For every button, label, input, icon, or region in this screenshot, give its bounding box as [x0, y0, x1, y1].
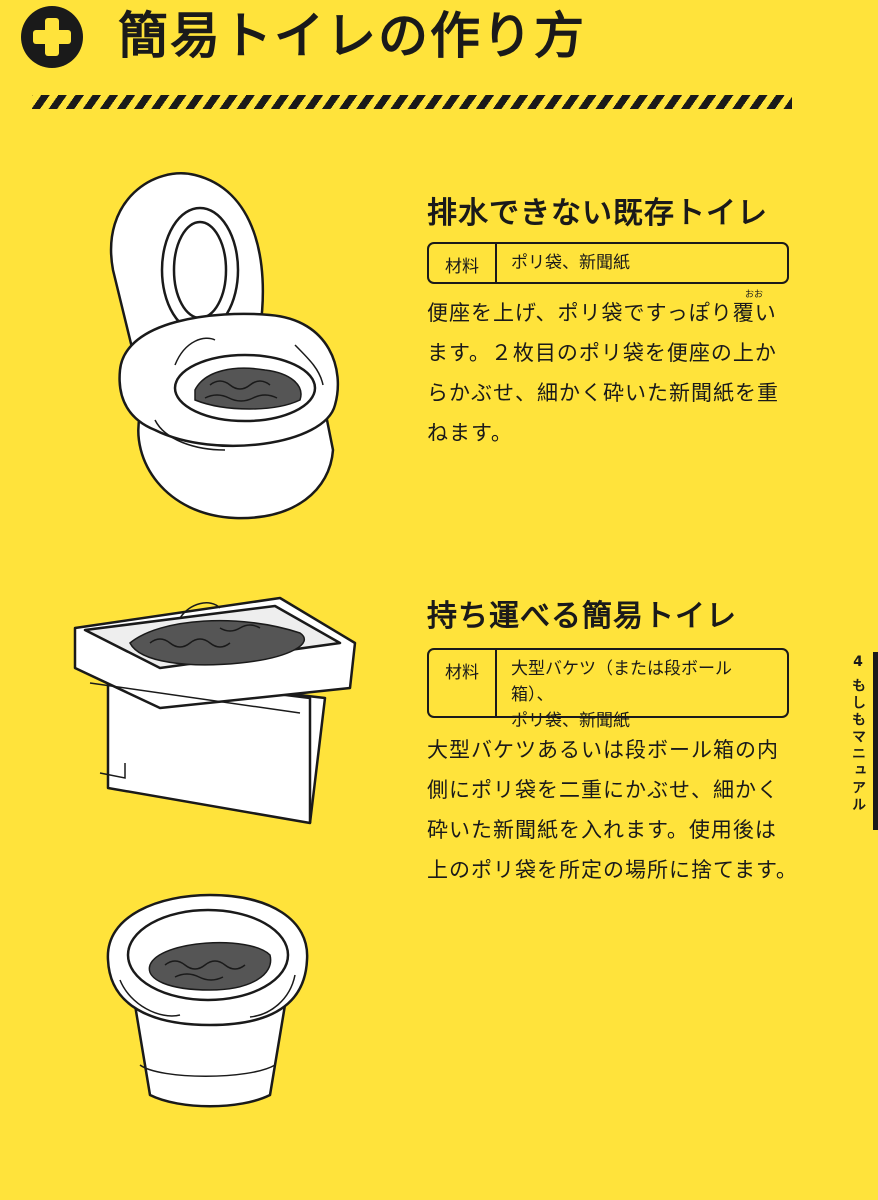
section-2-heading: 持ち運べる簡易トイレ — [427, 599, 737, 634]
materials-label: 材料 — [429, 244, 497, 282]
materials-value: ポリ袋、新聞紙 — [497, 244, 644, 282]
page-title: 簡易トイレの作り方 — [118, 7, 586, 65]
plus-circle-icon — [21, 6, 83, 68]
materials-value: 大型バケツ（または段ボール箱）、 ポリ袋、新聞紙 — [497, 650, 787, 731]
chapter-number: 4 — [853, 654, 863, 670]
body-line: 上のポリ袋を所定の場所に捨てます。 — [427, 858, 798, 882]
section-2-body: 大型バケツあるいは段ボール箱の内 側にポリ袋を二重にかぶせ、細かく 砕いた新聞紙… — [427, 730, 798, 890]
section-1-heading: 排水できない既存トイレ — [427, 196, 768, 231]
body-line: 砕いた新聞紙を入れます。使用後は — [427, 818, 777, 842]
body-line: 側にポリ袋を二重にかぶせ、細かく — [427, 778, 779, 802]
section-1-body: 便座を上げ、ポリ袋ですっぽり覆い ます。２枚目のポリ袋を便座の上か らかぶせ、細… — [427, 293, 779, 453]
body-line: 便座を上げ、ポリ袋ですっぽり覆い — [427, 301, 777, 325]
chapter-bar — [873, 652, 878, 830]
body-line: 大型バケツあるいは段ボール箱の内 — [427, 738, 779, 762]
chapter-tab: 4 もしもマニュアル — [848, 652, 868, 814]
section-1-materials-box: 材料 ポリ袋、新聞紙 — [427, 242, 789, 284]
materials-label: 材料 — [429, 650, 497, 716]
materials-line: ポリ袋、新聞紙 — [511, 253, 630, 273]
bucket-illustration — [106, 893, 309, 1108]
section-2-materials-box: 材料 大型バケツ（または段ボール箱）、 ポリ袋、新聞紙 — [427, 648, 789, 731]
body-line: ねます。 — [427, 421, 513, 445]
cardboard-box-illustration — [73, 596, 357, 825]
hazard-stripe-divider — [32, 95, 792, 109]
materials-line: ポリ袋、新聞紙 — [511, 711, 630, 731]
body-line: ます。２枚目のポリ袋を便座の上か — [427, 341, 777, 365]
chapter-label: もしもマニュアル — [850, 678, 866, 814]
materials-line: 大型バケツ（または段ボール箱）、 — [511, 659, 732, 705]
toilet-with-bag-illustration — [109, 172, 340, 520]
ruby-reading: おお — [745, 290, 764, 300]
body-line: らかぶせ、細かく砕いた新聞紙を重 — [427, 381, 779, 405]
